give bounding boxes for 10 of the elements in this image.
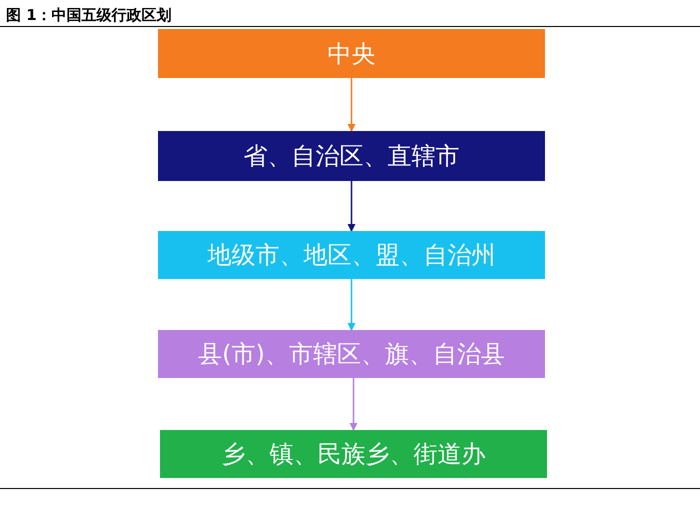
level-box: 省、自治区、直辖市 — [158, 131, 545, 181]
title: 图 1：中国五级行政区划 — [6, 5, 172, 26]
level-box: 中央 — [158, 29, 545, 78]
level-box: 乡、镇、民族乡、街道办 — [160, 430, 547, 478]
arrow — [350, 378, 358, 431]
level-box: 县(市)、市辖区、旗、自治县 — [158, 330, 545, 378]
arrow — [348, 279, 356, 331]
level-box: 地级市、地区、盟、自治州 — [158, 231, 545, 279]
arrow — [348, 78, 356, 132]
arrow — [348, 181, 356, 232]
